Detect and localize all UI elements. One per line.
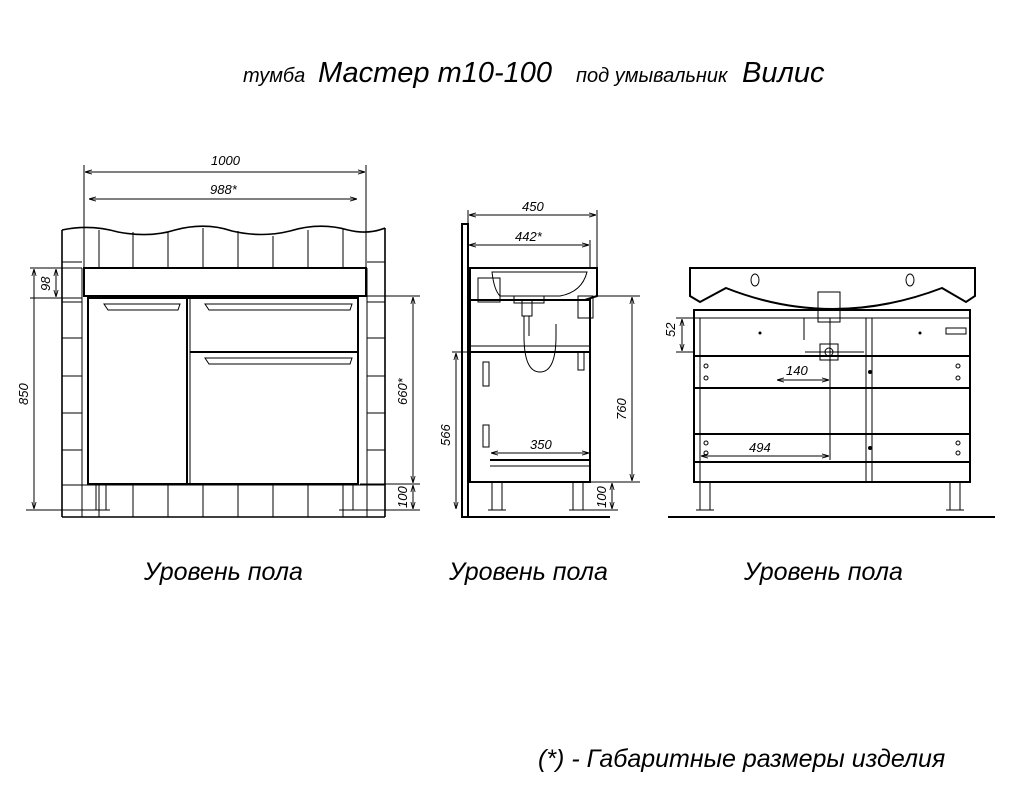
dim-offset-52: 52 [663,322,678,337]
dim-body-width: 988* [210,182,238,197]
dim-total-height: 850 [16,383,31,405]
title-middle: под умывальник [576,65,729,87]
floor-label-back: Уровень пола [743,558,903,586]
wall [461,223,469,518]
side-view: 450 442* 566 760 350 100 Уровень пола [438,199,640,586]
sink-back [689,267,976,310]
sink [469,267,598,301]
dim-leg-height: 100 [395,486,410,508]
cabinet-body [87,297,359,485]
drawing-title: тумба Мастер т10-100 под умывальник Вили… [243,57,825,89]
title-model: Мастер т10-100 [318,57,552,89]
leg [95,483,107,511]
dim-top-height: 98 [38,276,53,291]
footnote: (*) - Габаритные размеры изделия [538,745,945,773]
leg [342,483,354,511]
floor-label-side: Уровень пола [448,558,608,586]
dim-overall-depth: 450 [522,199,544,214]
dim-height-760: 760 [614,398,629,420]
sink-top [83,267,367,297]
floor-label-front: Уровень пола [143,558,303,586]
dim-body-depth: 442* [515,229,543,244]
tile-wall [61,225,386,518]
cabinet-back [693,309,971,483]
dim-width-494: 494 [749,440,771,455]
dim-depth-350: 350 [530,437,552,452]
front-view: 1000 988* 98 850 660* 100 Уровень пола [16,153,420,586]
dim-leg-height-side: 100 [594,486,609,508]
cabinet-side [469,299,591,483]
dim-body-height: 660* [395,377,410,405]
dim-overall-width: 1000 [211,153,241,168]
back-view: 52 140 494 Уровень пола [663,267,995,586]
title-prefix: тумба [243,65,305,87]
title-sink: Вилис [742,57,825,89]
dim-width-140: 140 [786,363,808,378]
dim-height-566: 566 [438,424,453,446]
